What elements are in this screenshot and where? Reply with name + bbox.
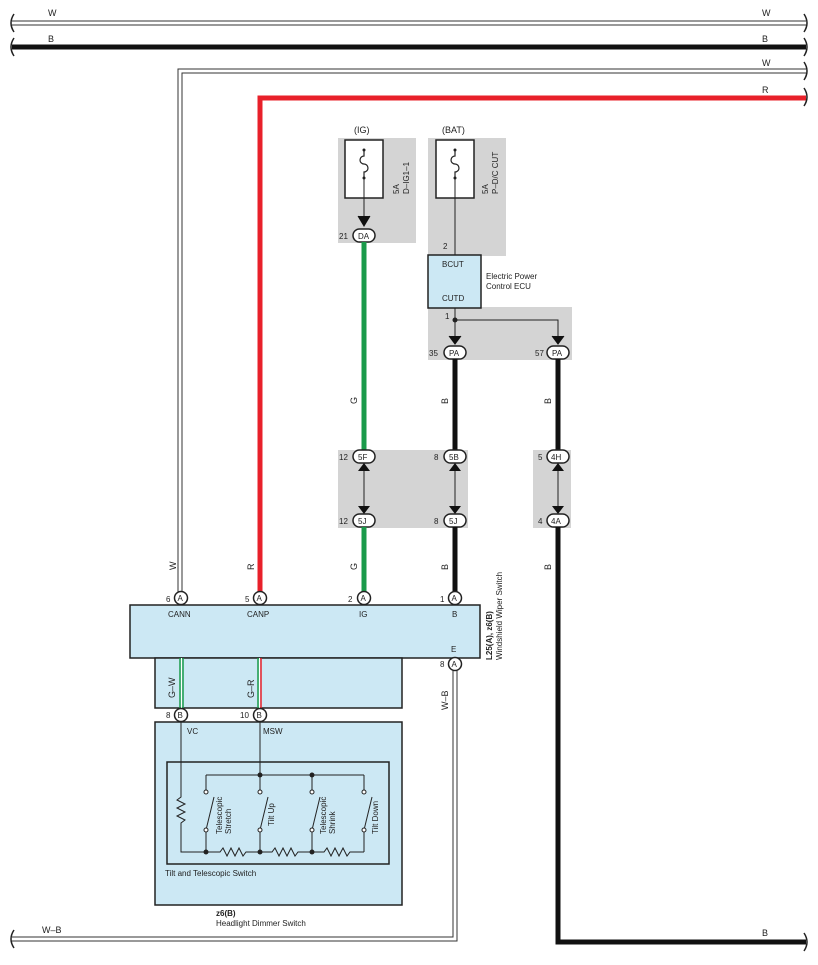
wire-b-label-right-upper: B <box>543 398 553 404</box>
c5j-right-pin: 8 <box>434 517 439 526</box>
tilt-telescopic-circuit <box>175 722 373 858</box>
bcut-pin: 2 <box>443 242 448 251</box>
dimmer-pin-8-conn: B <box>178 711 183 720</box>
ecu-bcut-label: BCUT <box>442 260 464 269</box>
tilt-telescopic-switch-label: Tilt and Telescopic Switch <box>165 869 256 878</box>
wire-gr-label: G–R <box>246 679 256 698</box>
switch-telescopic-shrink-1: Telescopic <box>319 797 328 834</box>
wiper-pin-5-label: CANP <box>247 610 269 619</box>
c4h-pin: 5 <box>538 453 543 462</box>
wiper-pin-1-conn: A <box>452 594 458 603</box>
connector-pa-right-id: PA <box>552 349 563 358</box>
bus-b-right-label: B <box>762 34 768 44</box>
fuse-ig-symbol <box>359 150 369 178</box>
bus-b-left-label: B <box>48 34 54 44</box>
wire-w-label-cann: W <box>168 561 178 570</box>
wire-w-cann <box>177 68 806 596</box>
fuse-bat-rating: 5A <box>481 184 490 194</box>
connector-5j-left-id: 5J <box>358 517 366 526</box>
tilt-telescopic-switch <box>166 761 390 865</box>
dimmer-msw-label: MSW <box>263 727 283 736</box>
c4a-pin: 4 <box>538 517 543 526</box>
switch-telescopic-stretch-2: Stretch <box>224 809 233 834</box>
wiper-e-label: E <box>451 645 456 654</box>
wiper-pin-6-label: CANN <box>168 610 191 619</box>
connector-5b-id: 5B <box>449 453 459 462</box>
wiper-pin-5-num: 5 <box>245 595 250 604</box>
fuse-ig-supply: (IG) <box>354 125 370 135</box>
connector-4h-id: 4H <box>551 453 561 462</box>
wiper-pin-6 <box>173 590 189 606</box>
wire-g-label-lower: G <box>349 563 359 570</box>
wiper-pin-5-conn: A <box>257 594 263 603</box>
connector-4a-id: 4A <box>551 517 561 526</box>
electric-power-control-ecu <box>427 254 482 309</box>
switch-tilt-up: Tilt Up <box>267 803 276 826</box>
wire-wb <box>12 671 454 938</box>
bus-w-left-label: W <box>48 8 57 18</box>
bus-w2-right-label: W <box>762 58 771 68</box>
wiper-pin-1 <box>447 590 463 606</box>
switch-telescopic-stretch-1: Telescopic <box>215 797 224 834</box>
fuse-bat-supply: (BAT) <box>442 125 465 135</box>
wiper-pin-1-label: B <box>452 610 457 619</box>
wiper-pin-1-num: 1 <box>440 595 445 604</box>
dimmer-pin-8-num: 8 <box>166 711 171 720</box>
fuse-bat-symbol <box>450 150 460 178</box>
wiper-pin-8 <box>447 656 463 672</box>
switch-housing <box>154 657 403 709</box>
wiper-pin-2-num: 2 <box>348 595 353 604</box>
dimmer-switch-name: Headlight Dimmer Switch <box>216 919 306 928</box>
wire-b-label-right-lower: B <box>543 564 553 570</box>
wire-r-label-canp: R <box>246 563 256 570</box>
wire-r-canp <box>257 95 806 596</box>
wiper-pin-8-conn: A <box>452 660 458 669</box>
wiper-switch-name: Windshield Wiper Switch <box>495 572 504 660</box>
headlight-dimmer-switch <box>154 721 403 906</box>
dimmer-switch-code: z6(B) <box>216 909 236 918</box>
fuse-ig-name: D–IG1–1 <box>402 161 411 194</box>
cutd-pin: 1 <box>445 312 450 321</box>
dimmer-pin-10-conn: B <box>257 711 262 720</box>
wiper-pin-8-num: 8 <box>440 660 445 669</box>
ecu-name-line1: Electric Power <box>486 272 537 281</box>
wire-b-label-lower: B <box>440 564 450 570</box>
wiper-pin-2-conn: A <box>361 594 367 603</box>
da-pin: 21 <box>339 232 348 241</box>
wiper-pin-2 <box>356 590 372 606</box>
wire-gw-label: G–W <box>167 677 177 698</box>
ecu-cutd-label: CUTD <box>442 294 464 303</box>
connector-5f-id: 5F <box>358 453 367 462</box>
wiper-pin-6-num: 6 <box>166 595 171 604</box>
wiper-switch-code: L25(A), z6(B) <box>485 611 494 660</box>
wire-wb-label: W–B <box>440 690 450 710</box>
bus-w-right-label: W <box>762 8 771 18</box>
connector-pa-left-id: PA <box>449 349 460 358</box>
pa-right-pin: 57 <box>535 349 544 358</box>
wiper-pin-6-conn: A <box>178 594 184 603</box>
fuse-ig-rating: 5A <box>392 184 401 194</box>
connector-da-id: DA <box>358 232 370 241</box>
pa-left-pin: 35 <box>429 349 438 358</box>
wire-b-label-mid: B <box>440 398 450 404</box>
wire-g-label-upper: G <box>349 397 359 404</box>
switch-tilt-down: Tilt Down <box>371 801 380 834</box>
dimmer-pin-10-num: 10 <box>240 711 249 720</box>
wiper-pin-2-label: IG <box>359 610 367 619</box>
connector-5j-right-id: 5J <box>449 517 457 526</box>
dimmer-vc-label: VC <box>187 727 198 736</box>
switch-telescopic-shrink-2: Shrink <box>328 810 337 834</box>
c5j-left-pin: 12 <box>339 517 348 526</box>
fuse-bat-name: P–D/C CUT <box>491 152 500 194</box>
wiper-pin-5 <box>252 590 268 606</box>
wire-b-right-lower <box>555 527 806 945</box>
bus-r-right-label: R <box>762 85 769 95</box>
c5b-pin: 8 <box>434 453 439 462</box>
bottom-wb-label: W–B <box>42 925 62 935</box>
c5f-pin: 12 <box>339 453 348 462</box>
windshield-wiper-switch <box>129 604 481 659</box>
ecu-name-line2: Control ECU <box>486 282 531 291</box>
bottom-b-label: B <box>762 928 768 938</box>
